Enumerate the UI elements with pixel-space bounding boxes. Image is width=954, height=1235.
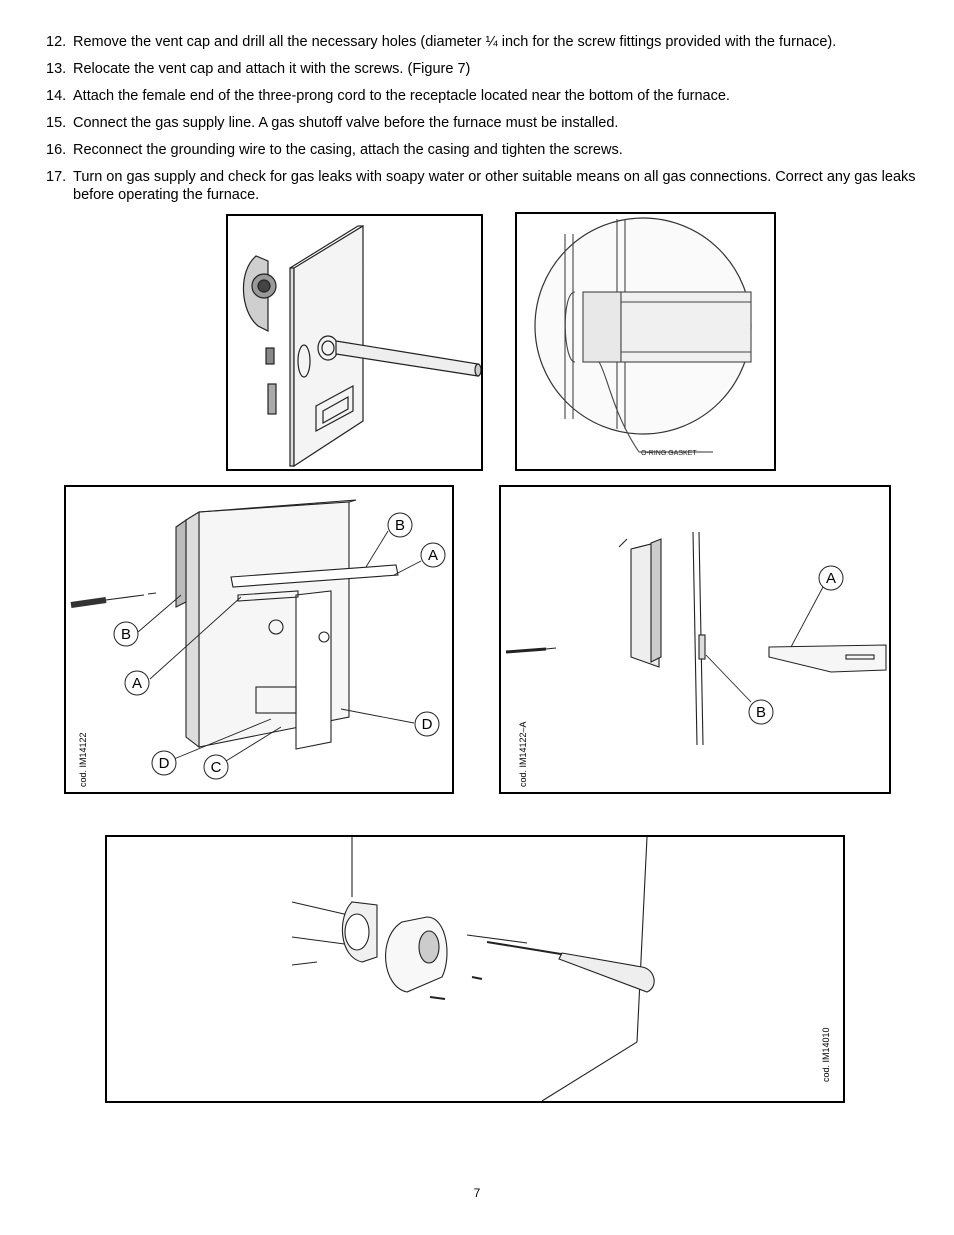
callout-a: A — [132, 675, 142, 692]
vent-cap-drawing: cod. IM14010 — [291, 837, 831, 1101]
figure-code: cod. IM14122 — [78, 732, 88, 787]
step-item: 16.Reconnect the grounding wire to the c… — [46, 142, 623, 158]
figure-code: cod. IM14010 — [821, 1027, 831, 1082]
callout-d: D — [422, 716, 433, 733]
instruction-steps: 12.Remove the vent cap and drill all the… — [46, 33, 926, 213]
step-item: 14.Attach the female end of the three-pr… — [46, 88, 730, 104]
callout-b: B — [395, 517, 405, 534]
bracket-front-drawing: B A B A D D C cod. IM14122 — [70, 499, 446, 787]
callout-b: B — [121, 626, 131, 643]
step-item: 13.Relocate the vent cap and attach it w… — [46, 61, 471, 77]
callout-a: A — [428, 547, 438, 564]
callout-d: D — [159, 755, 170, 772]
furnace-vent-drawing — [242, 224, 481, 468]
callout-c: C — [211, 759, 222, 776]
callout-a: A — [826, 570, 836, 587]
step-item: 12.Remove the vent cap and drill all the… — [46, 34, 837, 50]
step-item: 15.Connect the gas supply line. A gas sh… — [46, 115, 619, 131]
furnace-vent-figure — [226, 214, 483, 471]
o-ring-gasket-figure: O-RING GASKET — [515, 212, 776, 471]
figure-code: cod. IM14122–A — [518, 721, 528, 787]
o-ring-detail-drawing: O-RING GASKET — [534, 217, 752, 457]
bracket-front-figure: B A B A D D C cod. IM14122 — [64, 485, 454, 794]
o-ring-label: O-RING GASKET — [641, 450, 697, 457]
page-number: 7 — [473, 1186, 481, 1200]
vent-cap-figure: cod. IM14010 — [105, 835, 845, 1103]
step-item: 17.Turn on gas supply and check for gas … — [46, 169, 916, 203]
bracket-side-drawing: A B cod. IM14122–A — [505, 531, 887, 787]
callout-b: B — [756, 704, 766, 721]
bracket-side-figure: A B cod. IM14122–A — [499, 485, 891, 794]
